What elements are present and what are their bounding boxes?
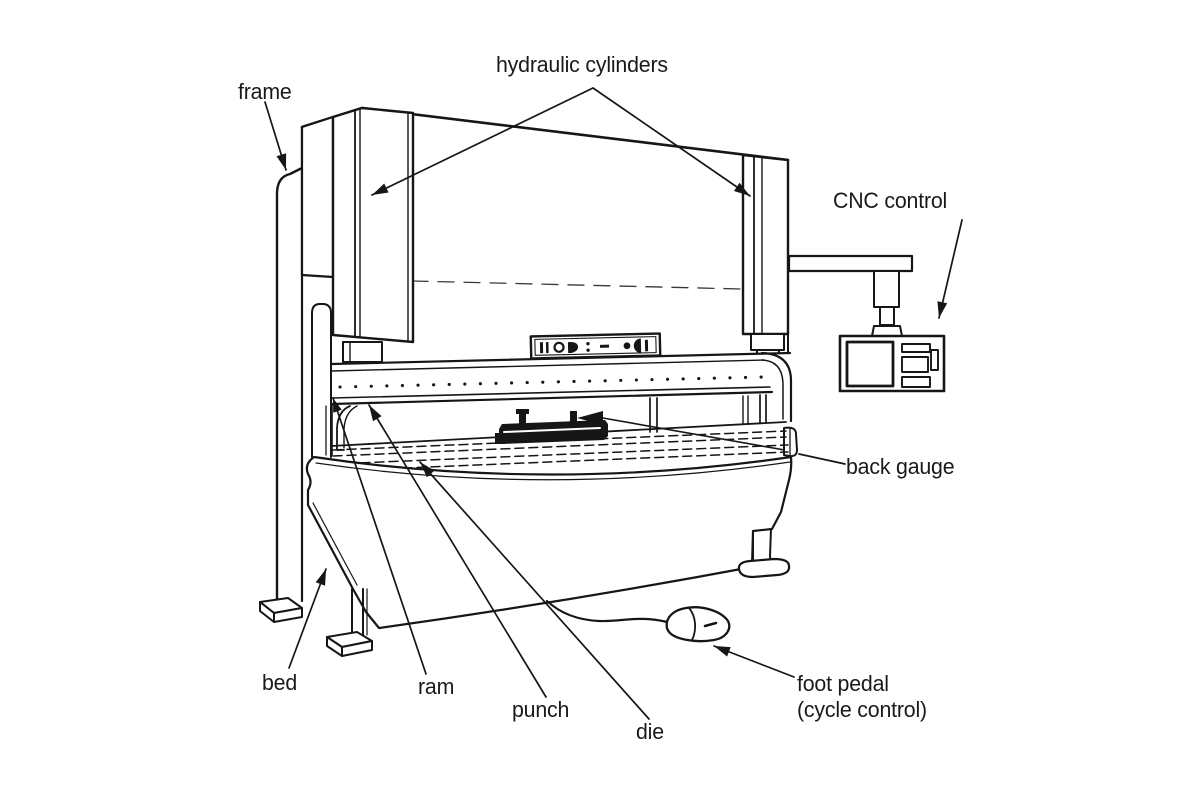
left-hydraulic-cylinder — [331, 106, 415, 363]
bed-right-leg — [737, 528, 791, 579]
die-arrowhead — [420, 462, 435, 478]
panel-icons — [539, 338, 649, 354]
label-foot-pedal-line2: (cycle control) — [797, 697, 927, 722]
cnc-buttons — [901, 343, 939, 388]
bed-left-foot — [326, 631, 373, 657]
hydraulic-left-leader-line — [371, 87, 594, 196]
frame-panel — [275, 115, 335, 603]
bed-body — [305, 455, 793, 630]
label-hydraulic-cylinders: hydraulic cylinders — [496, 52, 668, 77]
ram-control-panel — [529, 332, 662, 360]
right-hydraulic-cylinder — [741, 153, 790, 362]
hydraulic-right-arrowhead — [734, 182, 750, 196]
label-frame: frame — [238, 79, 292, 104]
label-die: die — [636, 719, 664, 744]
label-ram: ram — [418, 674, 455, 699]
cnc-arrowhead — [937, 301, 948, 318]
label-bed: bed — [262, 670, 298, 695]
label-foot-pedal: foot pedal (cycle control) — [797, 671, 927, 723]
foot-pedal — [665, 606, 731, 643]
frame-arrowhead — [276, 153, 287, 170]
punch-arrowhead — [369, 405, 382, 422]
cnc-screen — [845, 340, 895, 388]
frame-foot — [259, 597, 303, 623]
label-cnc-control: CNC control — [833, 188, 948, 213]
bed-right-foot — [737, 557, 791, 579]
pedal-cable — [545, 599, 669, 624]
cnc-leader-line — [938, 219, 963, 319]
die-holder — [495, 409, 608, 444]
punch-leader-line — [368, 404, 547, 698]
cnc-pendant — [838, 334, 946, 393]
bed-arrowhead — [315, 569, 326, 586]
ram-arrowhead — [333, 398, 342, 413]
foot-pedal-arrowhead — [714, 646, 731, 657]
die-leader-line — [419, 461, 650, 720]
back-gauge-leader-line — [798, 453, 846, 465]
label-foot-pedal-line1: foot pedal — [797, 671, 889, 696]
label-back-gauge: back gauge — [846, 454, 955, 479]
hydraulic-left-arrowhead — [372, 183, 389, 195]
ram-leader-line — [332, 397, 427, 675]
bed-left-leg — [351, 588, 368, 637]
bed-leader-line — [288, 568, 327, 669]
cnc-support-arm — [787, 254, 914, 337]
leader-arrowheads — [276, 153, 948, 657]
label-punch: punch — [512, 697, 570, 722]
hydraulic-right-leader-line — [592, 87, 751, 197]
